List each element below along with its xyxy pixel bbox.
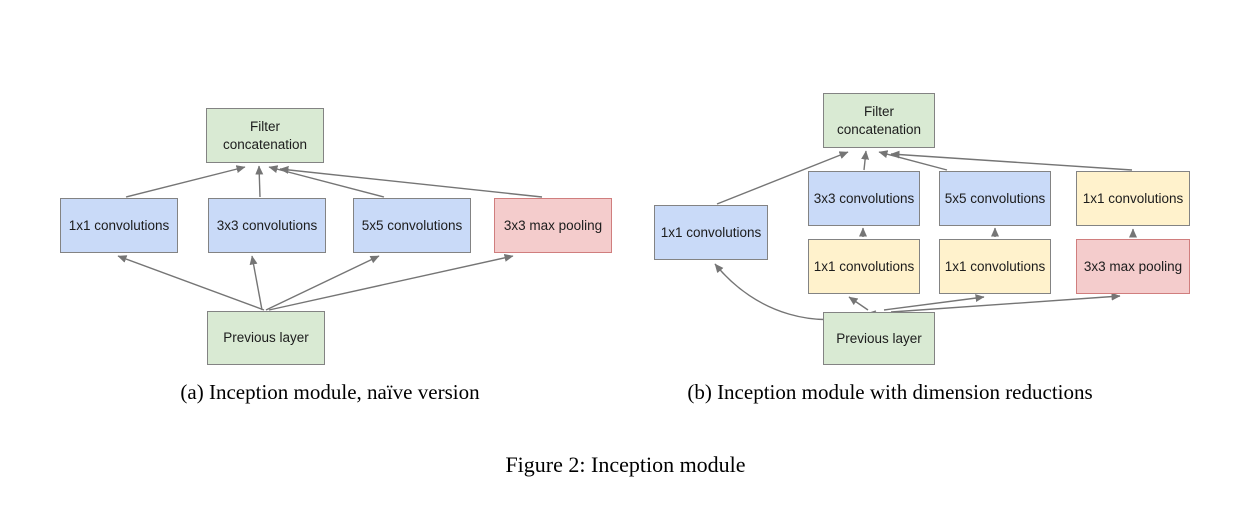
subcaption-b: (b) Inception module with dimension redu… (687, 380, 1093, 404)
node-b-5x5-convolutions: 5x5 convolutions (939, 171, 1051, 226)
node-b-3x3-max-pooling: 3x3 max pooling (1076, 239, 1190, 294)
edge-b-prev-conv1x1-mid-left (848, 296, 869, 311)
edge-b-conv5x5-filter (878, 150, 948, 171)
edge-a-prev-maxpool (268, 253, 514, 311)
node-a-1x1-convolutions: 1x1 convolutions (60, 198, 178, 253)
edge-b-prev-maxpool (890, 292, 1121, 313)
node-b-filter-concatenation: Filter concatenation (823, 93, 935, 148)
figure-caption: Figure 2: Inception module (505, 452, 746, 477)
node-b-1x1-convolutions-mid-left: 1x1 convolutions (808, 239, 920, 294)
edge-b-conv1x1-left-filter (716, 151, 849, 205)
node-a-3x3-max-pooling: 3x3 max pooling (494, 198, 612, 253)
edge-a-prev-conv1x1 (117, 255, 265, 311)
node-a-5x5-convolutions: 5x5 convolutions (353, 198, 471, 253)
edge-b-prev-conv1x1-mid-right (883, 294, 985, 311)
subcaption-a: (a) Inception module, naïve version (180, 380, 480, 404)
edge-a-maxpool-filter (279, 165, 543, 198)
edge-b-conv1x1-right-filter (890, 150, 1133, 171)
node-b-3x3-convolutions: 3x3 convolutions (808, 171, 920, 226)
node-b-previous-layer: Previous layer (823, 312, 935, 365)
edge-b-conv3x3-filter (861, 150, 870, 171)
node-a-3x3-convolutions: 3x3 convolutions (208, 198, 326, 253)
node-b-1x1-convolutions-right: 1x1 convolutions (1076, 171, 1190, 226)
edge-a-conv1x1-filter (125, 165, 246, 198)
node-a-previous-layer: Previous layer (207, 311, 325, 365)
node-b-1x1-convolutions-left: 1x1 convolutions (654, 205, 768, 260)
edge-a-prev-conv3x3 (249, 255, 263, 311)
edge-a-conv5x5-filter (268, 165, 385, 198)
node-a-filter-concatenation: Filter concatenation (206, 108, 324, 163)
edge-a-conv3x3-filter (255, 165, 264, 198)
edge-a-prev-conv5x5 (265, 255, 380, 311)
node-b-1x1-convolutions-mid-right: 1x1 convolutions (939, 239, 1051, 294)
